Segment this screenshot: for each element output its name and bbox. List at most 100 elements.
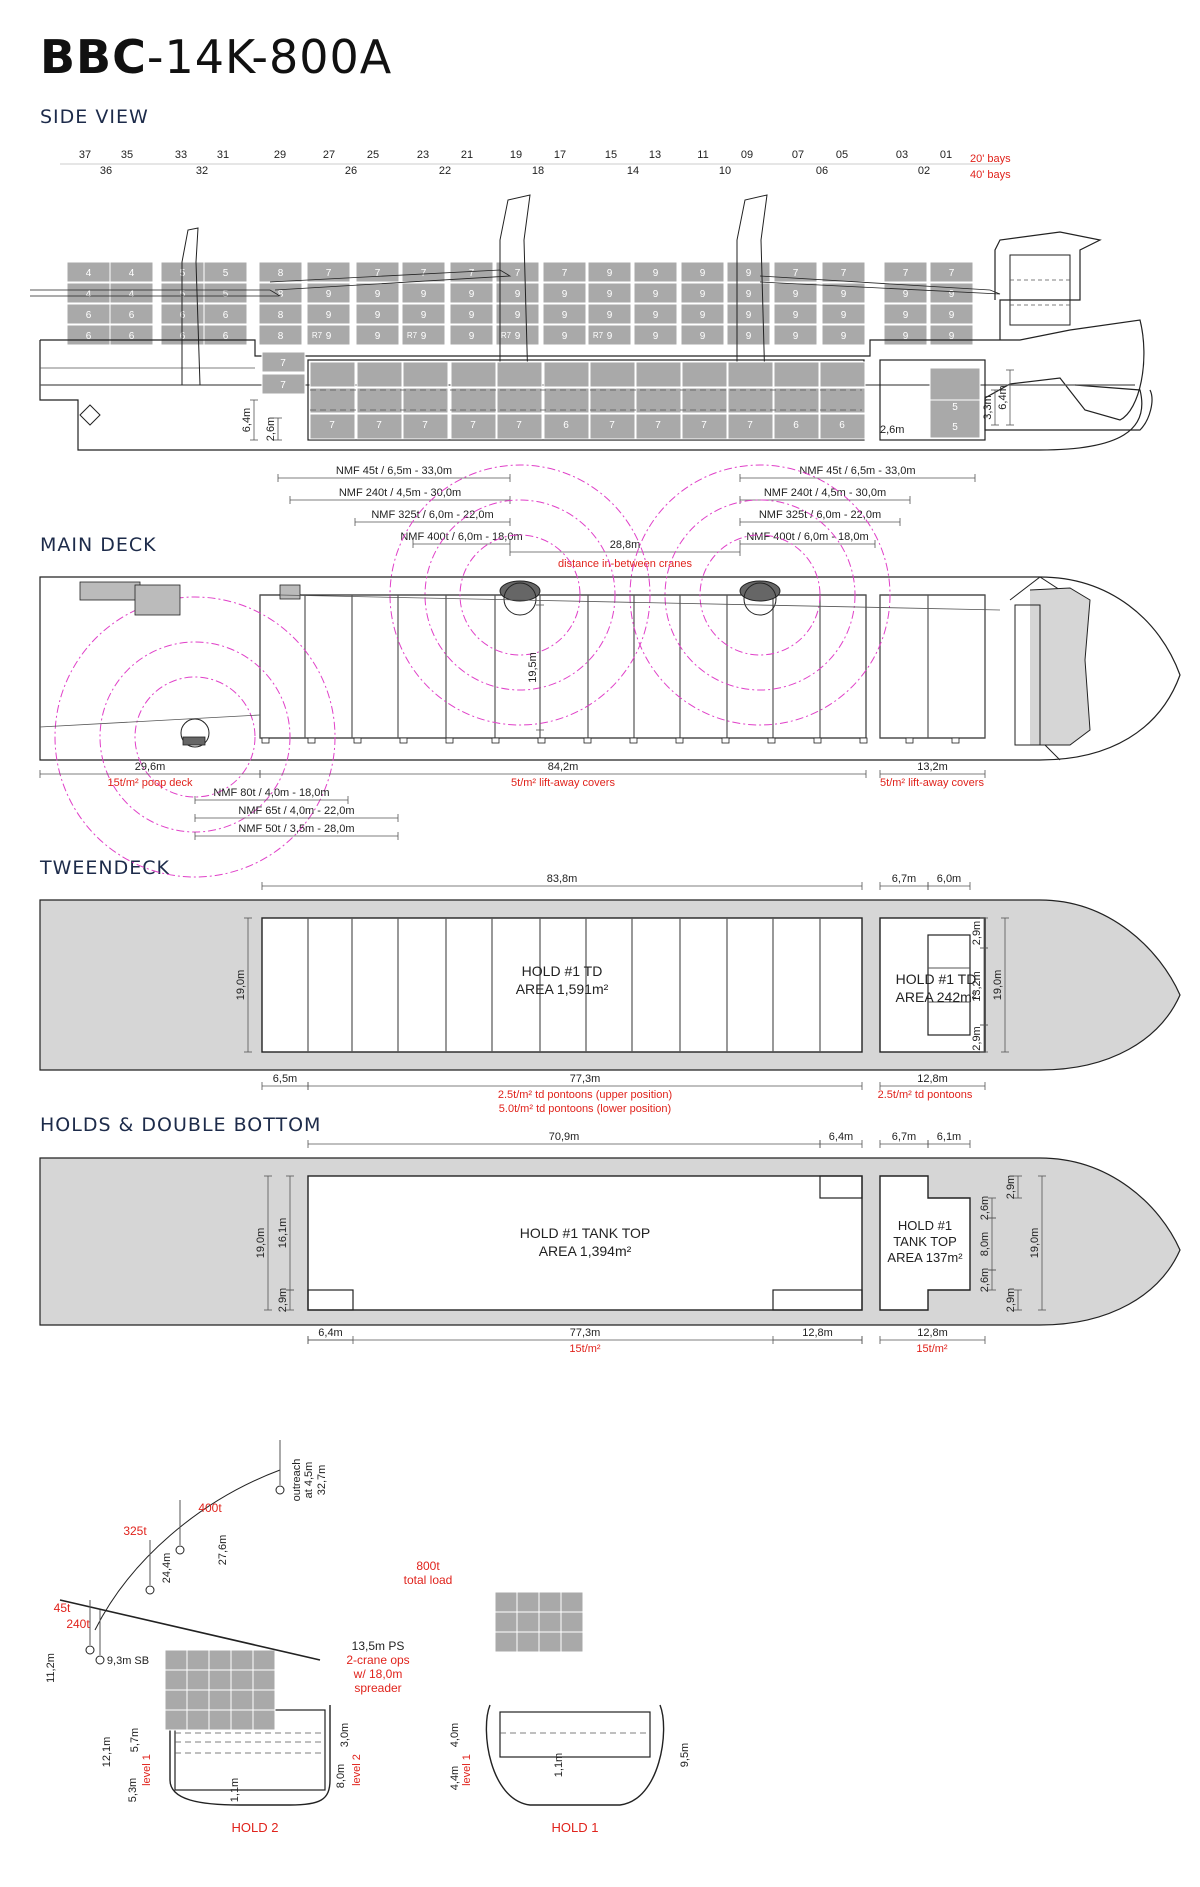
- slew-radius: [389, 464, 651, 726]
- container: [587, 324, 632, 346]
- main-hold-corner: [772, 1289, 863, 1311]
- d276: 27,6m: [217, 1535, 229, 1566]
- crane-boom-plan: [279, 594, 1001, 611]
- t325: 325t: [123, 1524, 147, 1538]
- deck-container: [164, 1689, 188, 1711]
- tween-top-fwd2: 6,0m: [937, 873, 961, 885]
- container-weight: 7: [375, 268, 381, 279]
- cover-pad: [721, 737, 730, 744]
- dim-6-4: 6,4m: [241, 408, 253, 432]
- aft-structure: [79, 581, 141, 601]
- aft-container: [261, 351, 306, 373]
- cover-pad: [905, 737, 914, 744]
- container-weight: 9: [607, 289, 613, 300]
- container: [449, 261, 494, 283]
- container-weight: 9: [562, 289, 568, 300]
- hold-container: [496, 413, 543, 440]
- container: [821, 282, 866, 304]
- bay-40-label: 32: [196, 165, 208, 177]
- hold-container: [589, 387, 636, 414]
- dim-3-3: 3,3m: [982, 395, 994, 419]
- container: [203, 303, 248, 325]
- fwd-container: [929, 399, 981, 439]
- container-weight: 7: [562, 268, 568, 279]
- container: [680, 261, 725, 283]
- container: [495, 303, 540, 325]
- hold2-hull: [169, 1705, 331, 1806]
- nmf-right-1: NMF 240t / 4,5m - 30,0m: [764, 487, 886, 499]
- container-weight: 9: [421, 310, 427, 321]
- tween-fwd-area: AREA 242m²: [896, 989, 977, 1005]
- cover-pad: [491, 737, 500, 744]
- slew-radius: [459, 534, 581, 656]
- crane-ring: [503, 582, 537, 616]
- bay-20-label: 11: [697, 149, 708, 161]
- container-weight: 9: [653, 310, 659, 321]
- hold-container: [727, 361, 774, 388]
- slew-radius: [54, 596, 336, 878]
- holds-load-fwd: 15t/m²: [916, 1343, 948, 1355]
- bay-40-label: 26: [345, 165, 357, 177]
- hold1-container: [538, 1611, 562, 1633]
- holds-right-0: 2,9m: [1005, 1175, 1017, 1199]
- hold-container-weight: 7: [655, 420, 661, 431]
- nmf-aft-0: NMF 80t / 4,0m - 18,0m: [213, 787, 329, 799]
- crane-boom: [759, 275, 1001, 295]
- deck-container: [164, 1649, 188, 1671]
- deck-container: [252, 1669, 276, 1691]
- container-weight: 9: [326, 310, 332, 321]
- container-weight: 9: [515, 289, 521, 300]
- hold-container: [309, 387, 356, 414]
- tween-right-1: 13,2m: [971, 971, 983, 1002]
- container-weight: 9: [653, 268, 659, 279]
- reefer-label: R7: [407, 331, 418, 340]
- main-hold: [307, 1175, 863, 1311]
- hold-container-weight: 7: [747, 420, 753, 431]
- tween-hold-label: HOLD #1 TD: [522, 963, 603, 979]
- d11: 1,1m: [229, 1778, 241, 1802]
- bay-20-label: 25: [367, 149, 379, 161]
- container: [258, 303, 303, 325]
- fwd-hold-outline: [879, 359, 986, 441]
- deck-container: [208, 1669, 232, 1691]
- container-weight: 9: [700, 331, 706, 342]
- container: [587, 261, 632, 283]
- crane-boom-section: [59, 1599, 321, 1661]
- holds-top-aft: 6,4m: [829, 1131, 853, 1143]
- container-weight: 9: [607, 310, 613, 321]
- container-weight: 5: [223, 289, 229, 300]
- hold-container: [635, 361, 682, 388]
- outreach-1: 32,7m: [316, 1465, 328, 1496]
- aft-crane-pedestal: [182, 736, 206, 746]
- aft-container: [261, 373, 306, 395]
- poop-load: 15t/m² poop deck: [108, 777, 193, 789]
- container: [355, 303, 400, 325]
- hold-container: [589, 361, 636, 388]
- container-weight: 4: [86, 268, 92, 279]
- container: [449, 303, 494, 325]
- hull-top: [40, 319, 1153, 431]
- container-weight: 4: [129, 268, 135, 279]
- deck-container: [186, 1709, 210, 1731]
- container: [542, 303, 587, 325]
- container: [449, 282, 494, 304]
- container-weight: 9: [326, 289, 332, 300]
- hold-container: [681, 361, 728, 388]
- hold-container: [450, 361, 497, 388]
- bay-20-label: 19: [510, 149, 522, 161]
- forecastle: [1029, 587, 1091, 746]
- cover-pad: [399, 737, 408, 744]
- side-view-heading: SIDE VIEW: [40, 106, 149, 128]
- container-weight: 9: [469, 331, 475, 342]
- hold-container: [819, 413, 866, 440]
- container: [203, 261, 248, 283]
- holds-top-fwd1: 6,7m: [892, 1131, 916, 1143]
- bay-20-label: 21: [461, 149, 473, 161]
- container: [821, 303, 866, 325]
- container: [401, 282, 446, 304]
- deck-container: [230, 1649, 254, 1671]
